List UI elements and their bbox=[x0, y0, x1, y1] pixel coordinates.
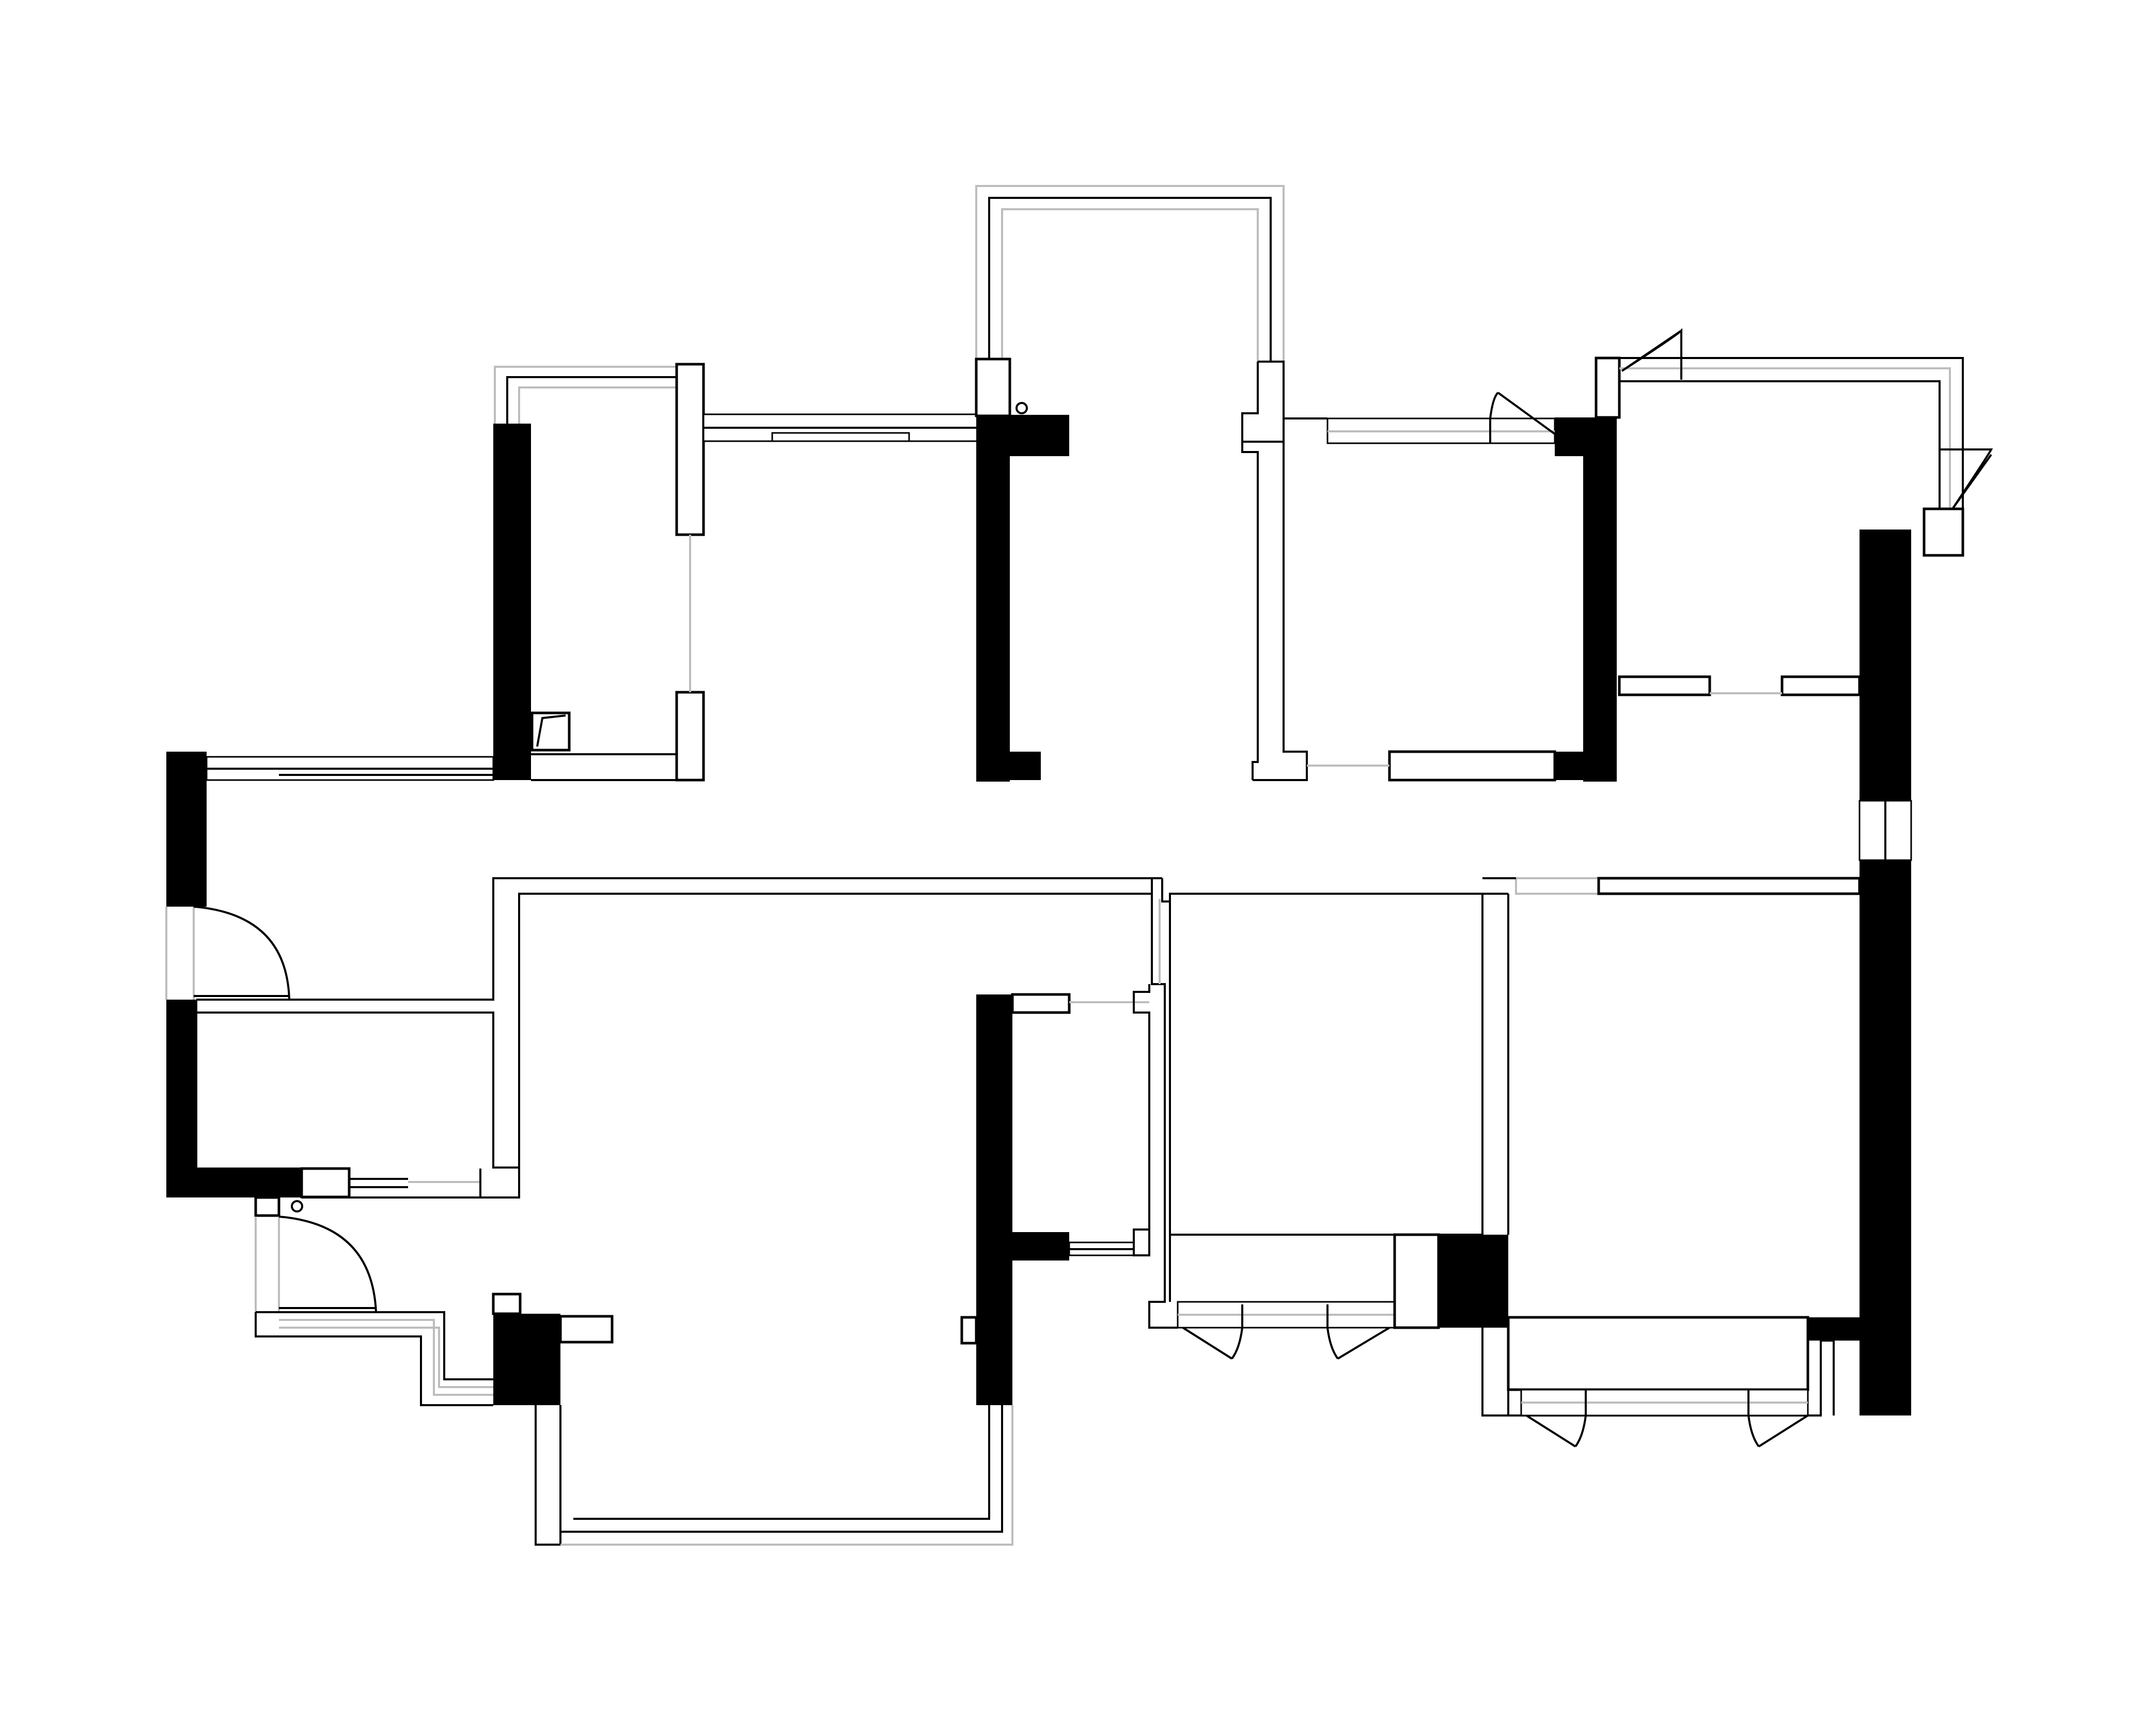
center-walls bbox=[975, 357, 1069, 782]
wall-segment bbox=[675, 363, 705, 536]
door-swing bbox=[1231, 1304, 1243, 1360]
far-upper-right-room bbox=[1595, 328, 1993, 1415]
upper-left-room bbox=[493, 363, 705, 782]
door-swing bbox=[193, 906, 290, 1000]
lower-middle-windows bbox=[1177, 1233, 1508, 1360]
lower-left-porch bbox=[254, 1196, 614, 1406]
lower-balcony bbox=[535, 1405, 1013, 1546]
central-lower-walls bbox=[960, 993, 1149, 1405]
wall-segment bbox=[675, 691, 705, 782]
upper-window bbox=[702, 413, 978, 442]
door-swing bbox=[1574, 1390, 1587, 1448]
wall-segment bbox=[493, 424, 531, 780]
door-swing bbox=[1747, 1390, 1760, 1448]
door-swing bbox=[1489, 392, 1499, 443]
door-swing bbox=[278, 1216, 377, 1313]
right-bedroom bbox=[1481, 877, 1861, 1448]
upper-right-bedroom bbox=[1241, 361, 1617, 782]
door-swing bbox=[1326, 1304, 1339, 1360]
left-wing bbox=[165, 752, 1162, 1199]
top-balcony bbox=[975, 185, 1285, 362]
